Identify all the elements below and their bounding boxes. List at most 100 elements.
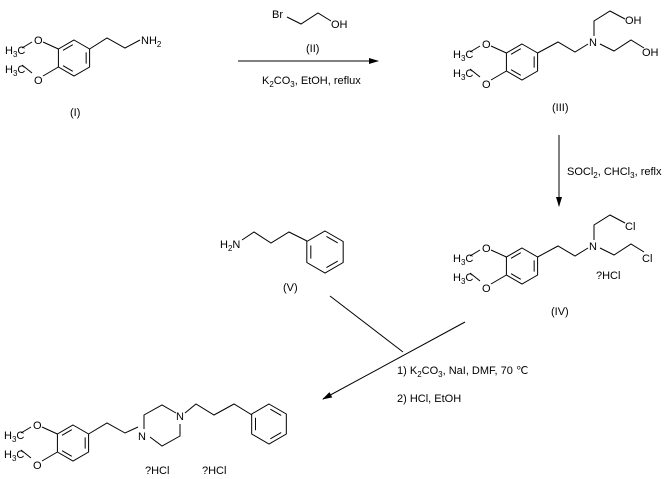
bond <box>469 68 481 78</box>
step-2-conditions: SOCl2, CHCl3, reflx <box>567 166 662 180</box>
methoxy-oxygen: O <box>34 35 43 47</box>
double-bond <box>62 44 74 51</box>
dimethoxyphenyl-group: O O H3C H3C <box>5 35 91 87</box>
bond <box>41 426 58 435</box>
methyl-label: H3C <box>4 430 24 444</box>
compound-i-label: (I) <box>70 107 80 119</box>
bond <box>41 451 58 462</box>
bond <box>469 249 481 257</box>
double-bond <box>270 432 282 440</box>
benzene-ring <box>56 424 90 462</box>
methoxy-oxygen: O <box>482 39 491 51</box>
compound-i: O O H3C H3C NH2 (I) <box>5 35 162 119</box>
double-bond <box>270 408 282 416</box>
ethyl-chain <box>537 245 589 258</box>
methoxy-oxygen: O <box>482 283 491 295</box>
bond <box>490 249 507 258</box>
bromoethanol-chain <box>286 12 332 25</box>
benzene-ring <box>251 403 287 445</box>
nitrogen-label: N <box>589 241 597 253</box>
methoxy-oxygen: O <box>482 79 491 91</box>
methyl-label: H3C <box>4 449 24 463</box>
step-2: SOCl2, CHCl3, reflx <box>556 135 662 207</box>
reaction-arrow-3 <box>322 321 466 400</box>
chloroethyl-arm-2 <box>599 243 645 256</box>
compound-v-label: (V) <box>283 282 298 294</box>
phenyl-ring <box>306 230 344 274</box>
bond <box>469 272 481 282</box>
double-bond <box>61 429 73 436</box>
methoxy-oxygen: O <box>34 75 43 87</box>
reactant-v-line <box>329 295 404 353</box>
nitrogen-label: N <box>589 37 597 49</box>
double-bond <box>510 48 522 55</box>
amine-label: H2N <box>220 239 240 253</box>
piperazine-nitrogen-1: N <box>138 431 146 443</box>
dimethoxyphenyl-group: O O H3C H3C <box>453 39 539 91</box>
compound-v: H2N (V) <box>220 230 344 294</box>
hydroxyethyl-arm-1 <box>593 10 626 36</box>
hydroxyl-label-2: OH <box>642 47 659 59</box>
chloroethyl-arm-1 <box>593 214 626 240</box>
step-3: 1) K2CO3, NaI, DMF, 70 ℃ 2) HCl, EtOH <box>322 295 528 405</box>
bond <box>42 41 59 50</box>
ethylamine-chain <box>89 37 141 50</box>
benzene-ring <box>505 43 539 81</box>
bond <box>21 64 33 74</box>
bromine-label: Br <box>272 9 283 21</box>
methyl-label: H3C <box>453 68 473 82</box>
hydroxyl-label: OH <box>331 19 348 31</box>
double-bond <box>326 236 339 244</box>
bond <box>42 66 59 77</box>
bond <box>21 41 33 49</box>
ethyl-chain <box>88 422 139 435</box>
bond <box>469 45 481 53</box>
methyl-label: H3C <box>5 64 25 78</box>
piperazine-ring-lower <box>149 424 181 447</box>
methyl-label: H3C <box>5 45 25 59</box>
amine-label: NH2 <box>141 35 162 49</box>
bond <box>490 70 507 81</box>
double-bond <box>510 69 522 76</box>
double-bond <box>61 450 73 457</box>
dimethoxyphenyl-group: O O H3C H3C <box>4 420 90 472</box>
hcl-salt-label: ?HCl <box>596 270 620 282</box>
hydroxyl-label-1: OH <box>625 15 642 27</box>
methyl-label: H3C <box>453 253 473 267</box>
compound-iii-label: (III) <box>552 102 569 114</box>
methoxy-oxygen: O <box>33 420 42 432</box>
double-bond <box>510 273 522 280</box>
propyl-chain <box>241 231 308 244</box>
compound-iii: O O H3C H3C N OH OH (III) <box>453 10 659 114</box>
piperazine-ring <box>143 404 177 429</box>
hcl-salt-label-2: ?HCl <box>202 465 226 477</box>
bond <box>20 449 32 459</box>
bond <box>490 274 507 285</box>
step-3-conditions-2: 2) HCl, EtOH <box>397 393 461 405</box>
compound-iv-label: (IV) <box>551 306 569 318</box>
benzene-ring <box>57 39 91 77</box>
benzene-ring <box>306 230 344 274</box>
propyl-chain <box>184 403 253 416</box>
piperazine-nitrogen-2: N <box>176 411 184 423</box>
double-bond <box>326 260 339 268</box>
bond <box>20 426 32 434</box>
double-bond <box>62 65 74 72</box>
hcl-salt-label-1: ?HCl <box>145 465 169 477</box>
step-1: Br OH (II) K2CO3, EtOH, reflux <box>238 9 379 89</box>
benzene-ring <box>505 247 539 285</box>
step-3-conditions-1: 1) K2CO3, NaI, DMF, 70 ℃ <box>397 365 528 379</box>
methoxy-oxygen: O <box>33 460 42 472</box>
double-bond <box>510 252 522 259</box>
ethyl-chain <box>537 41 589 54</box>
bond <box>490 45 507 54</box>
methyl-label: H3C <box>453 272 473 286</box>
chlorine-label-1: Cl <box>625 221 635 233</box>
hydroxyethyl-arm-2 <box>599 39 645 52</box>
methyl-label: H3C <box>453 49 473 63</box>
chlorine-label-2: Cl <box>642 253 652 265</box>
final-product: O O H3C H3C N N ?HCl ?HCl <box>4 403 287 477</box>
